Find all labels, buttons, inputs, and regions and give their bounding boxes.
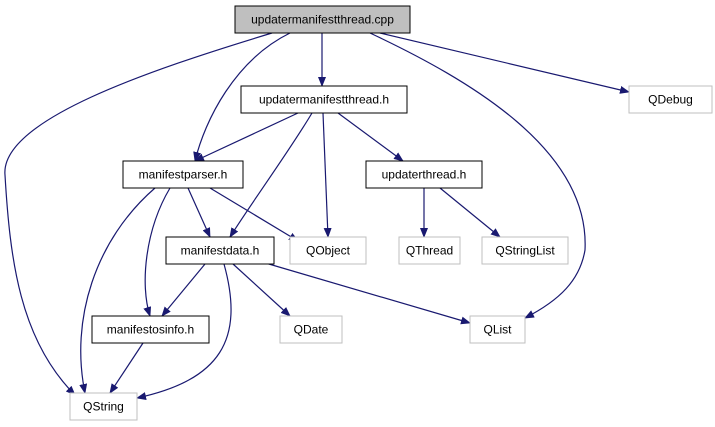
- edge-umt-h-to-updaterthread-h: [337, 112, 404, 162]
- node-qdate: QDate: [279, 315, 343, 344]
- node-box: [398, 236, 461, 265]
- node-label: updatermanifestthread.h: [259, 93, 389, 107]
- node-label: updaterthread.h: [382, 168, 467, 182]
- edge-root-to-qdebug: [379, 32, 630, 94]
- node-box: [91, 315, 210, 344]
- node-label: QList: [483, 323, 512, 337]
- node-label: QObject: [306, 244, 351, 258]
- node-box: [240, 85, 408, 114]
- node-box: [165, 236, 275, 265]
- edge-manifestparser-h-to-manifestdata-h: [187, 187, 211, 238]
- edge-manifestparser-h-to-manifestosinfo-h: [143, 187, 171, 317]
- node-box: [69, 392, 138, 421]
- node-manifestosinfo-h[interactable]: manifestosinfo.h: [91, 315, 210, 344]
- node-box: [628, 85, 713, 114]
- node-box: [365, 160, 483, 189]
- edge-root-to-qlist: [369, 32, 586, 319]
- edge-manifestdata-h-to-qstring: [136, 263, 232, 400]
- node-umt-h[interactable]: updatermanifestthread.h: [240, 85, 408, 114]
- node-label: manifestosinfo.h: [107, 323, 194, 337]
- edge-root-to-qstring: [4, 32, 273, 396]
- node-qthread: QThread: [398, 236, 461, 265]
- node-qstringlist: QStringList: [481, 236, 569, 265]
- edge-manifestparser-h-to-qstring: [79, 187, 156, 394]
- edge-umt-h-to-manifestdata-h: [229, 112, 313, 238]
- node-qlist: QList: [469, 315, 526, 344]
- node-label: QThread: [406, 244, 453, 258]
- node-manifestdata-h[interactable]: manifestdata.h: [165, 236, 275, 265]
- node-label: QDebug: [648, 93, 693, 107]
- node-qdebug: QDebug: [628, 85, 713, 114]
- node-root[interactable]: updatermanifestthread.cpp: [234, 5, 411, 34]
- node-qobject: QObject: [289, 236, 367, 265]
- node-box: [289, 236, 367, 265]
- edge-manifestdata-h-to-qlist: [261, 261, 471, 325]
- edge-manifestosinfo-h-to-qstring: [109, 342, 144, 394]
- node-label: QDate: [294, 323, 329, 337]
- node-box: [279, 315, 343, 344]
- node-box: [469, 315, 526, 344]
- node-label: manifestdata.h: [181, 244, 260, 258]
- node-box: [122, 160, 244, 189]
- edge-root-to-manifestparser-h: [193, 32, 291, 162]
- edge-manifestparser-h-to-qobject: [209, 187, 299, 242]
- node-box: [481, 236, 569, 265]
- edge-updaterthread-h-to-qstringlist: [439, 187, 501, 238]
- node-updaterthread-h[interactable]: updaterthread.h: [365, 160, 483, 189]
- node-qstring: QString: [69, 392, 138, 421]
- node-manifestparser-h[interactable]: manifestparser.h: [122, 160, 244, 189]
- edge-umt-h-to-manifestparser-h: [194, 112, 299, 162]
- node-label: manifestparser.h: [139, 168, 228, 182]
- node-label: updatermanifestthread.cpp: [251, 13, 394, 27]
- node-box: [234, 5, 411, 34]
- edge-manifestdata-h-to-qdate: [232, 263, 291, 317]
- node-label: QString: [83, 400, 124, 414]
- node-label: QStringList: [495, 244, 555, 258]
- edge-umt-h-to-qobject: [322, 112, 332, 238]
- edge-manifestdata-h-to-manifestosinfo-h: [161, 263, 206, 317]
